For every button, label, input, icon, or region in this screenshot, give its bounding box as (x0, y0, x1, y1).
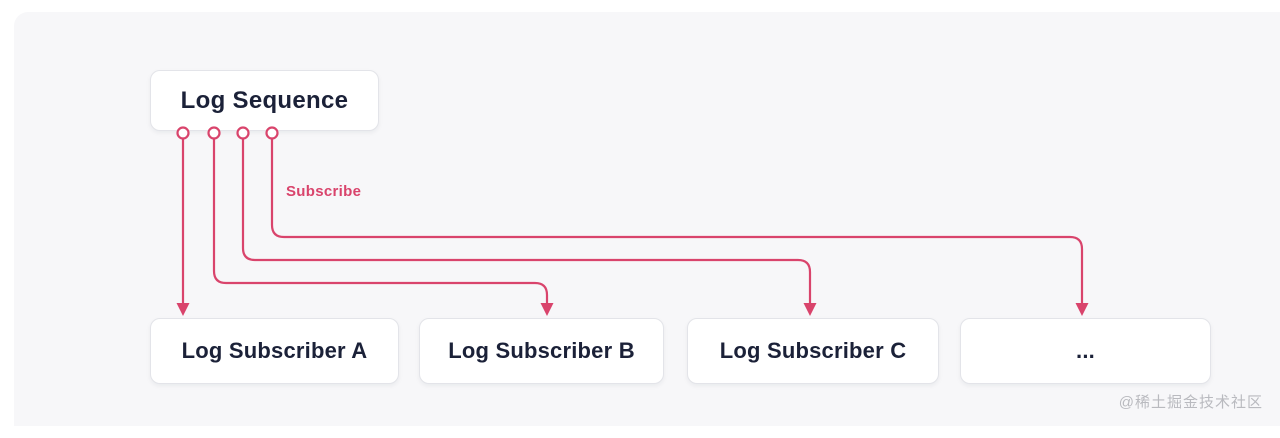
edge-line-subscriber-c (241, 137, 812, 306)
watermark: @稀土掘金技术社区 (1118, 394, 1263, 411)
node-log-subscriber-more-label: ... (1076, 338, 1095, 363)
diagram-canvas: Log Sequence Subscribe Log Subscriber A … (14, 12, 1280, 426)
subscribe-edge-label: Subscribe (286, 183, 362, 200)
arrowhead-subscriber-c (803, 303, 817, 316)
edge-line-subscriber-b (212, 137, 549, 306)
node-log-subscriber-a: Log Subscriber A (150, 318, 399, 384)
node-log-sequence: Log Sequence (150, 70, 379, 131)
node-log-subscriber-a-label: Log Subscriber A (181, 338, 368, 363)
edge-line-subscriber-more (270, 137, 1084, 306)
arrowhead-subscriber-more (1075, 303, 1089, 316)
arrowhead-subscriber-a (176, 303, 190, 316)
node-log-subscriber-b-label: Log Subscriber B (448, 338, 635, 363)
arrowhead-subscriber-b (540, 303, 554, 316)
node-log-subscriber-c-label: Log Subscriber C (719, 338, 907, 363)
node-log-subscriber-b: Log Subscriber B (419, 318, 664, 384)
node-log-sequence-label: Log Sequence (180, 86, 349, 114)
node-log-subscriber-c: Log Subscriber C (687, 318, 939, 384)
node-log-subscriber-more: ... (960, 318, 1211, 384)
